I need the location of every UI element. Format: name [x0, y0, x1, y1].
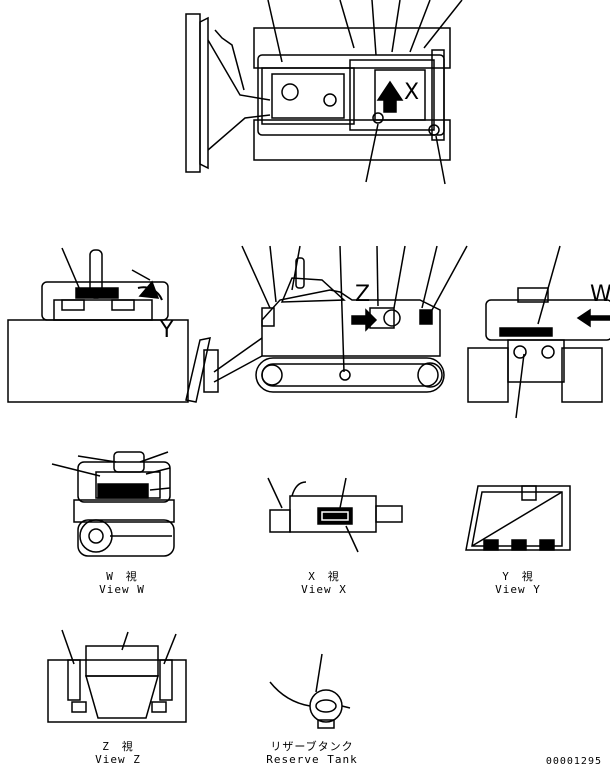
reserve-tank-label-en: Reserve Tank — [266, 753, 358, 766]
top-plan-view — [185, 0, 463, 185]
marker-x: X — [404, 80, 420, 105]
marker-y: Y — [160, 318, 174, 343]
view-w-label-en: View W — [99, 583, 145, 596]
marker-w: W — [590, 282, 610, 307]
view-z-label-jp: Z 視 — [102, 740, 134, 753]
view-x-detail — [267, 477, 403, 553]
view-y-label-en: View Y — [495, 583, 541, 596]
reserve-tank-label: リザーブタンク Reserve Tank — [262, 740, 362, 766]
view-z-label: Z 視 View Z — [86, 740, 150, 766]
reserve-tank-label-jp: リザーブタンク — [270, 740, 354, 753]
view-y-label-jp: Y 視 — [502, 570, 534, 583]
view-w-label: W 視 View W — [90, 570, 154, 596]
view-y-detail — [465, 485, 571, 551]
front-view — [7, 247, 189, 403]
view-w-label-jp: W 視 — [106, 570, 138, 583]
view-x-label: X 視 View X — [292, 570, 356, 596]
drawing-code: 00001295 — [545, 756, 602, 767]
reserve-tank-detail — [269, 653, 351, 729]
view-x-label-en: View X — [301, 583, 347, 596]
view-w-detail — [51, 451, 175, 557]
view-x-label-jp: X 視 — [308, 570, 340, 583]
side-view — [185, 245, 468, 403]
rear-view — [467, 245, 610, 419]
marker-z: Z — [355, 282, 371, 307]
view-y-label: Y 視 View Y — [486, 570, 550, 596]
view-z-label-en: View Z — [95, 753, 141, 766]
view-z-detail — [47, 629, 187, 723]
